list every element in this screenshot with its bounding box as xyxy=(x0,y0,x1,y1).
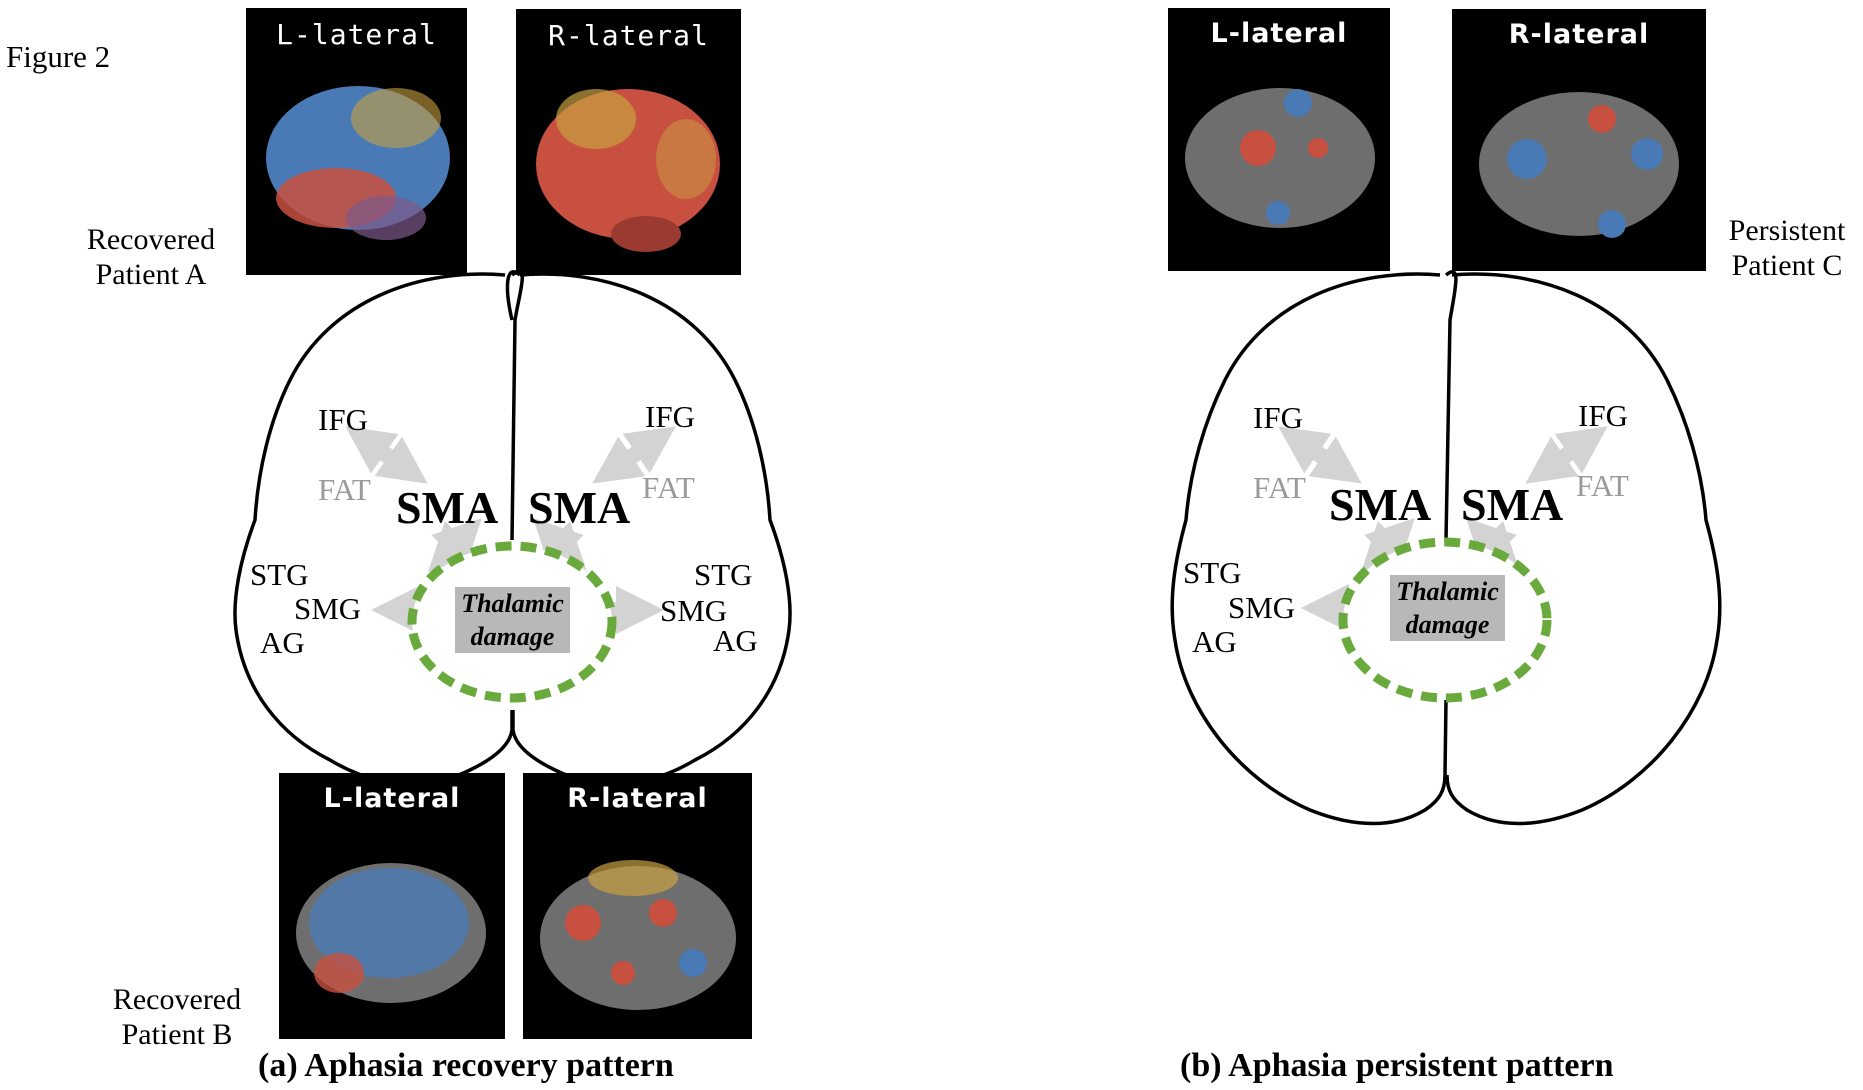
brain-panel-b-top-left: L-lateral xyxy=(1168,8,1390,271)
arrow-sma-thal-right xyxy=(533,518,587,572)
brain-render-icon xyxy=(540,860,736,1010)
fat-left-a: FAT xyxy=(318,472,371,507)
ifg-left-b: IFG xyxy=(1253,400,1303,435)
panel-label: R-lateral xyxy=(1508,19,1650,50)
thalamic-word-a: Thalamic xyxy=(461,589,564,618)
brain-render-icon xyxy=(1185,88,1375,228)
smg-left-b: SMG xyxy=(1228,590,1296,625)
sma-right-b: SMA xyxy=(1461,479,1564,530)
brain-outline-b xyxy=(1170,270,1722,826)
patient-c-name: Patient C xyxy=(1731,249,1843,282)
arrow-ifg-sma-left-b xyxy=(1278,426,1362,484)
thalamic-word-b: Thalamic xyxy=(1396,577,1499,606)
stg-left-a: STG xyxy=(250,557,309,592)
patient-a-name: Patient A xyxy=(95,258,207,291)
arrow-sma-thal-left xyxy=(428,518,482,572)
arrow-sma-thal-left-b xyxy=(1361,518,1415,572)
panel-label: L-lateral xyxy=(1210,18,1348,49)
thalamic-label-b: Thalamic damage xyxy=(1390,575,1505,641)
brain-panel-a-top-right: R-lateral xyxy=(516,9,741,275)
patient-c-label: Persistent Patient C xyxy=(1712,213,1862,283)
thalamic-box-b xyxy=(1390,575,1505,641)
patient-b-name: Patient B xyxy=(121,1018,233,1051)
sma-right-a: SMA xyxy=(528,482,631,533)
arrow-ifg-sma-right-b xyxy=(1525,426,1608,484)
patient-a-status: Recovered xyxy=(86,223,216,256)
sma-left-b: SMA xyxy=(1329,479,1432,530)
panel-label: L-lateral xyxy=(276,18,437,51)
thalamic-box-a xyxy=(455,587,570,653)
brain-render-icon xyxy=(266,86,450,240)
ifg-right-b: IFG xyxy=(1578,398,1628,433)
brain-panel-a-bottom-right: R-lateral xyxy=(523,773,752,1039)
smg-right-a: SMG xyxy=(660,593,728,628)
ag-left-a: AG xyxy=(260,625,305,660)
ifg-right-a: IFG xyxy=(645,399,695,434)
panel-label: L-lateral xyxy=(323,783,461,814)
fat-right-b: FAT xyxy=(1576,468,1629,503)
arrow-ifg-sma-left xyxy=(345,426,428,484)
brain-panel-a-bottom-left: L-lateral xyxy=(279,773,505,1039)
patient-c-status: Persistent xyxy=(1728,214,1846,247)
smg-left-a: SMG xyxy=(294,591,362,626)
caption-a: (a) Aphasia recovery pattern xyxy=(258,1047,674,1084)
patient-b-label: Recovered Patient B xyxy=(92,982,262,1052)
ag-left-b: AG xyxy=(1192,624,1237,659)
thalamic-label-a: Thalamic damage xyxy=(455,587,570,653)
brain-render-icon xyxy=(1479,92,1679,238)
stg-left-b: STG xyxy=(1183,555,1242,590)
fat-right-a: FAT xyxy=(642,470,695,505)
patient-a-label: Recovered Patient A xyxy=(66,222,236,292)
panel-label: R-lateral xyxy=(567,783,708,814)
brain-panel-a-top-left: L-lateral xyxy=(246,8,467,275)
damage-word-a: damage xyxy=(470,622,555,651)
stg-right-a: STG xyxy=(694,557,753,592)
sma-left-a: SMA xyxy=(396,482,499,533)
brain-render-icon xyxy=(536,89,720,252)
ag-right-a: AG xyxy=(713,623,758,658)
ifg-left-a: IFG xyxy=(318,402,368,437)
damage-word-b: damage xyxy=(1405,610,1490,639)
brain-render-icon xyxy=(296,863,486,1003)
figure-label: Figure 2 xyxy=(6,39,111,74)
fat-left-b: FAT xyxy=(1253,470,1306,505)
arrow-ifg-sma-right xyxy=(592,426,676,484)
arrows-b xyxy=(1278,426,1608,632)
caption-b: (b) Aphasia persistent pattern xyxy=(1180,1047,1614,1084)
brain-panel-b-top-right: R-lateral xyxy=(1452,9,1706,271)
patient-b-status: Recovered xyxy=(112,983,242,1016)
panel-label: R-lateral xyxy=(548,19,709,52)
